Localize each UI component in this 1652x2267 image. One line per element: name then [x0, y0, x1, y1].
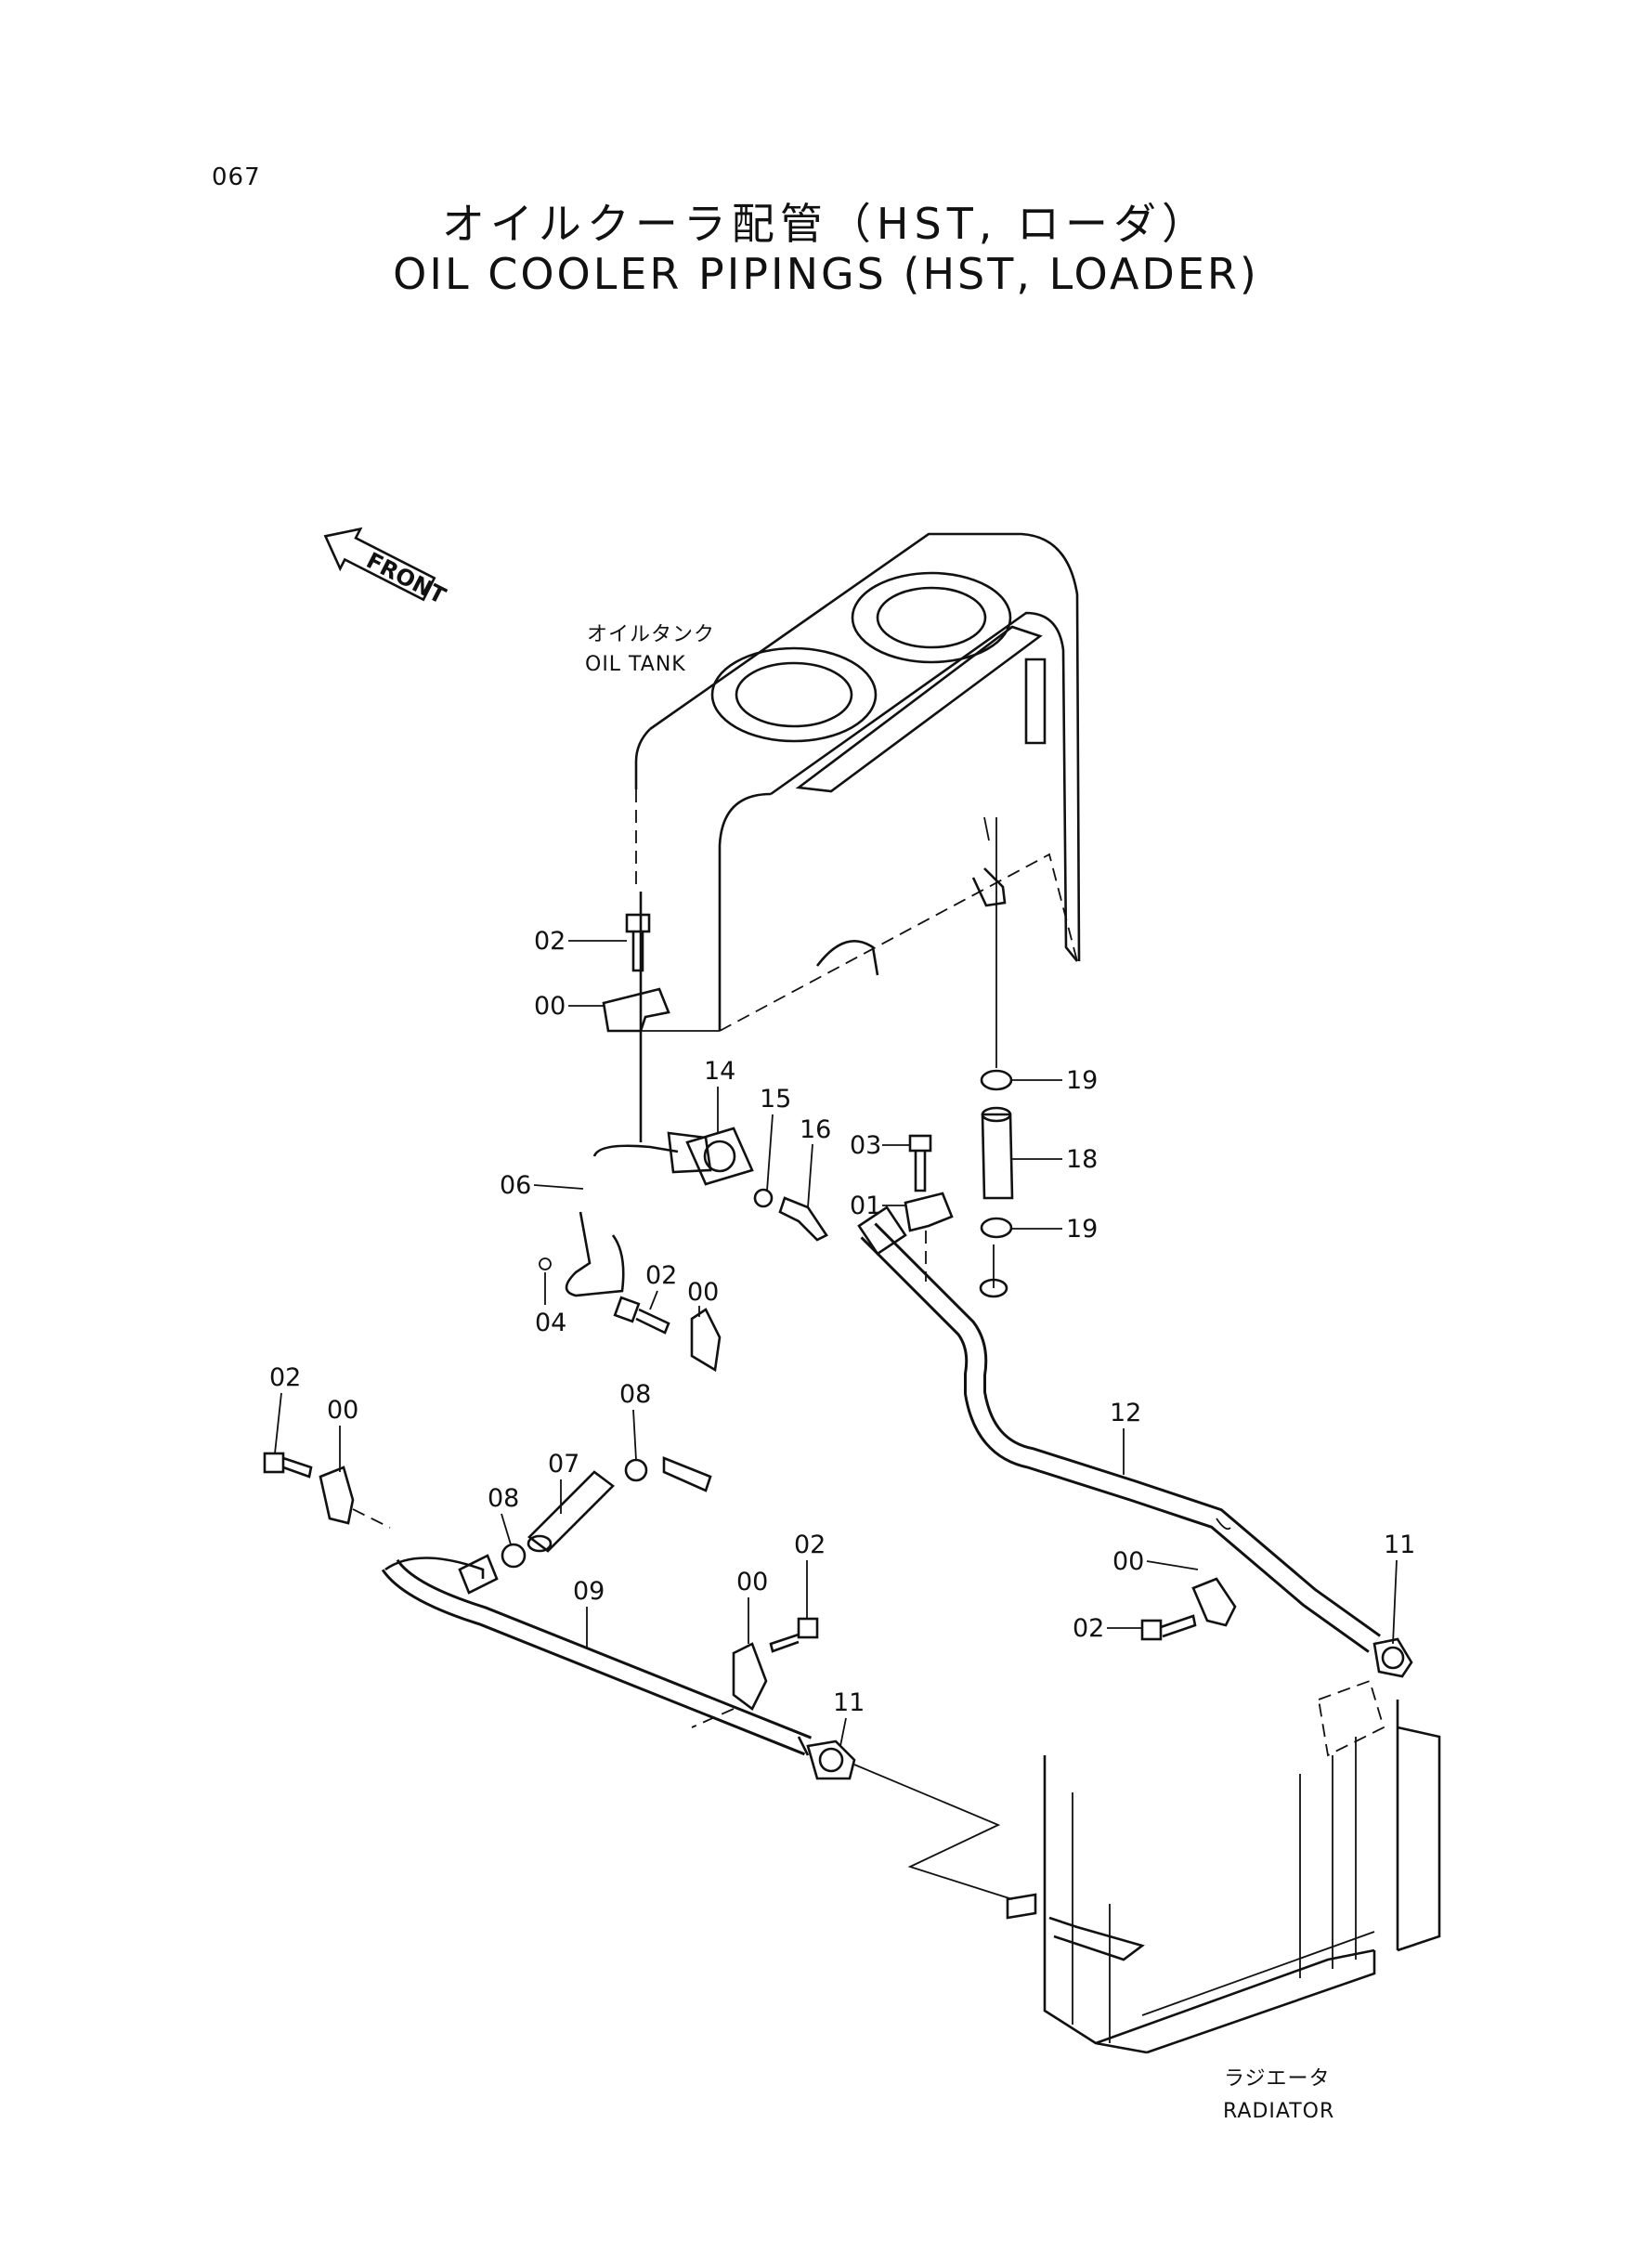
bolt-02-mid [613, 1296, 670, 1335]
clamp-11-right [1372, 1637, 1413, 1678]
clamp-11-low [806, 1739, 856, 1780]
label-11-right: 11 [1384, 1531, 1415, 1559]
clamp-00-right [1191, 1577, 1237, 1627]
fitting-16 [778, 1196, 828, 1242]
label-00-mid: 00 [687, 1278, 719, 1307]
oil-tank-label-jp: オイルタンク [587, 623, 715, 646]
clamp-00-low [691, 1642, 768, 1728]
callouts: 02 00 14 15 16 03 01 19 18 19 06 04 02 0… [269, 927, 1415, 1747]
oil-tank: オイルタンク OIL TANK [585, 532, 1081, 1032]
label-01: 01 [850, 1192, 881, 1220]
label-04: 04 [535, 1309, 566, 1337]
bolt-03 [908, 1134, 932, 1192]
title-japanese: オイルクーラ配管（HST, ローダ） [441, 199, 1211, 249]
radiator: ラジエータ RADIATOR [1006, 1700, 1441, 2123]
bolt-02-right [1140, 1614, 1197, 1641]
pipe-assembly-left [539, 892, 817, 1492]
bolt-02-tank [625, 913, 651, 972]
pipe-09 [381, 1554, 813, 1756]
label-19-top: 19 [1066, 1066, 1098, 1095]
oil-tank-label-en: OIL TANK [585, 653, 686, 676]
label-00-tank: 00 [534, 992, 566, 1021]
label-02-right: 02 [1073, 1614, 1104, 1643]
clamp-08-b [624, 1458, 648, 1482]
clamp-00-tank [602, 892, 670, 1033]
label-00-low: 00 [736, 1568, 768, 1596]
label-14: 14 [704, 1057, 735, 1086]
pipe-12 [857, 1205, 1381, 1653]
label-18: 18 [1066, 1145, 1098, 1174]
o-ring-15 [753, 1188, 774, 1208]
label-11-low: 11 [833, 1688, 865, 1717]
radiator-label-jp: ラジエータ [1224, 2067, 1331, 2091]
clamp-00-left [319, 1466, 391, 1529]
label-16: 16 [800, 1115, 831, 1144]
clamp-01 [904, 1192, 954, 1282]
hose-07 [527, 1470, 615, 1553]
label-07: 07 [548, 1450, 579, 1479]
clamp-08-a [501, 1543, 527, 1569]
label-08-b: 08 [619, 1380, 651, 1409]
label-06: 06 [500, 1171, 531, 1200]
label-02-tank: 02 [534, 927, 566, 956]
label-09: 09 [573, 1577, 605, 1606]
bolt-02-low [769, 1617, 819, 1653]
bolt-02-left [263, 1452, 313, 1479]
label-08-a: 08 [488, 1484, 519, 1513]
radiator-label-en: RADIATOR [1223, 2100, 1334, 2123]
page-number: 067 [212, 163, 261, 191]
label-12: 12 [1110, 1399, 1141, 1427]
label-15: 15 [760, 1085, 791, 1114]
clamp-19-top [980, 1069, 1013, 1091]
label-00-right: 00 [1112, 1547, 1144, 1576]
label-02-mid: 02 [645, 1261, 677, 1290]
label-19-bottom: 19 [1066, 1215, 1098, 1244]
front-label: FRONT [362, 547, 450, 609]
hose-18 [981, 1106, 1014, 1200]
title-english: OIL COOLER PIPINGS (HST, LOADER) [393, 249, 1259, 299]
clamp-19-bottom [980, 1217, 1013, 1239]
label-02-left: 02 [269, 1363, 301, 1392]
label-00-left: 00 [327, 1396, 358, 1425]
front-arrow-icon: FRONT [323, 527, 450, 609]
label-03: 03 [850, 1131, 881, 1160]
label-02-low: 02 [794, 1531, 826, 1559]
clamp-00-mid [690, 1308, 722, 1373]
